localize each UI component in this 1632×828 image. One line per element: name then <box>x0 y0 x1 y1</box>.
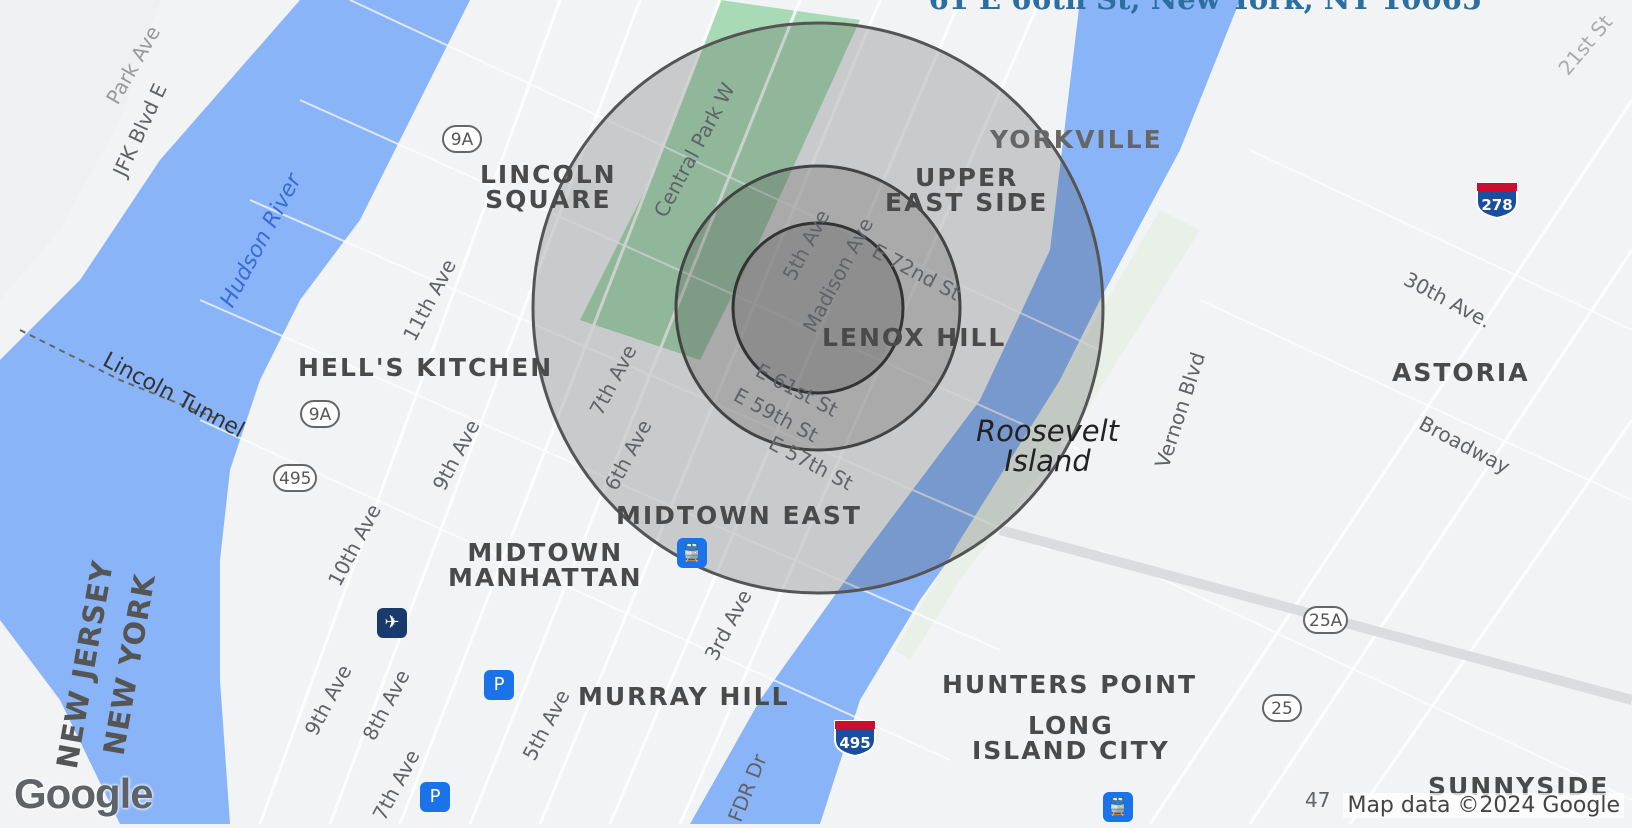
rail-station-icon[interactable]: ✈ <box>377 608 407 638</box>
queens-land <box>900 0 1632 824</box>
neighborhood-hells-kitchen: HELL'S KITCHEN <box>298 353 554 382</box>
neighborhood-yorkville: YORKVILLE <box>990 125 1163 154</box>
central-park <box>580 0 860 360</box>
svg-text:278: 278 <box>1481 196 1512 214</box>
route-25a-shield: 25A <box>1303 606 1349 634</box>
radius-rings <box>531 21 1105 595</box>
route-9a-shield-top: 9A <box>442 125 482 153</box>
neighborhood-lincoln-square: LINCOLN SQUARE <box>480 160 617 214</box>
train-station-icon[interactable]: 🚆 <box>677 538 707 568</box>
street-47: 47 <box>1305 788 1331 812</box>
interstate-495-shield: 495 <box>834 720 876 758</box>
neighborhood-midtown-east: MIDTOWN EAST <box>616 501 862 530</box>
neighborhood-hunters-point: HUNTERS POINT <box>942 670 1198 699</box>
hudson-river-water <box>0 0 470 824</box>
google-logo: Google <box>14 770 154 817</box>
parking-icon[interactable]: P <box>420 782 450 812</box>
roosevelt-island-label: Roosevelt Island <box>976 414 1120 479</box>
address-title: 61 E 66th St, New York, NY 10065 <box>929 0 1482 16</box>
neighborhood-astoria: ASTORIA <box>1392 358 1530 387</box>
svg-text:495: 495 <box>839 734 870 752</box>
route-9a-shield-mid: 9A <box>300 400 340 428</box>
neighborhood-murray-hill: MURRAY HILL <box>578 682 790 711</box>
neighborhood-upper-east-side: UPPER EAST SIDE <box>885 163 1049 217</box>
route-495-shield: 495 <box>273 464 318 492</box>
map-attribution[interactable]: Map data ©2024 Google <box>1343 793 1624 818</box>
nj-shore <box>0 0 160 300</box>
neighborhood-lenox-hill: LENOX HILL <box>822 323 1007 352</box>
route-25-shield: 25 <box>1262 694 1302 722</box>
radius-ring-inner <box>731 221 905 395</box>
east-river-water <box>690 0 1240 824</box>
radius-ring-outer <box>531 21 1105 595</box>
interstate-278-shield: 278 <box>1476 182 1518 220</box>
lincoln-tunnel-line <box>19 329 221 421</box>
train-station-icon[interactable]: 🚆 <box>1103 792 1133 822</box>
neighborhood-midtown-manhattan: MIDTOWN MANHATTAN <box>448 538 643 592</box>
neighborhood-long-island-city: LONG ISLAND CITY <box>972 711 1170 765</box>
parking-icon[interactable]: P <box>484 670 514 700</box>
radius-ring-middle <box>674 164 962 452</box>
